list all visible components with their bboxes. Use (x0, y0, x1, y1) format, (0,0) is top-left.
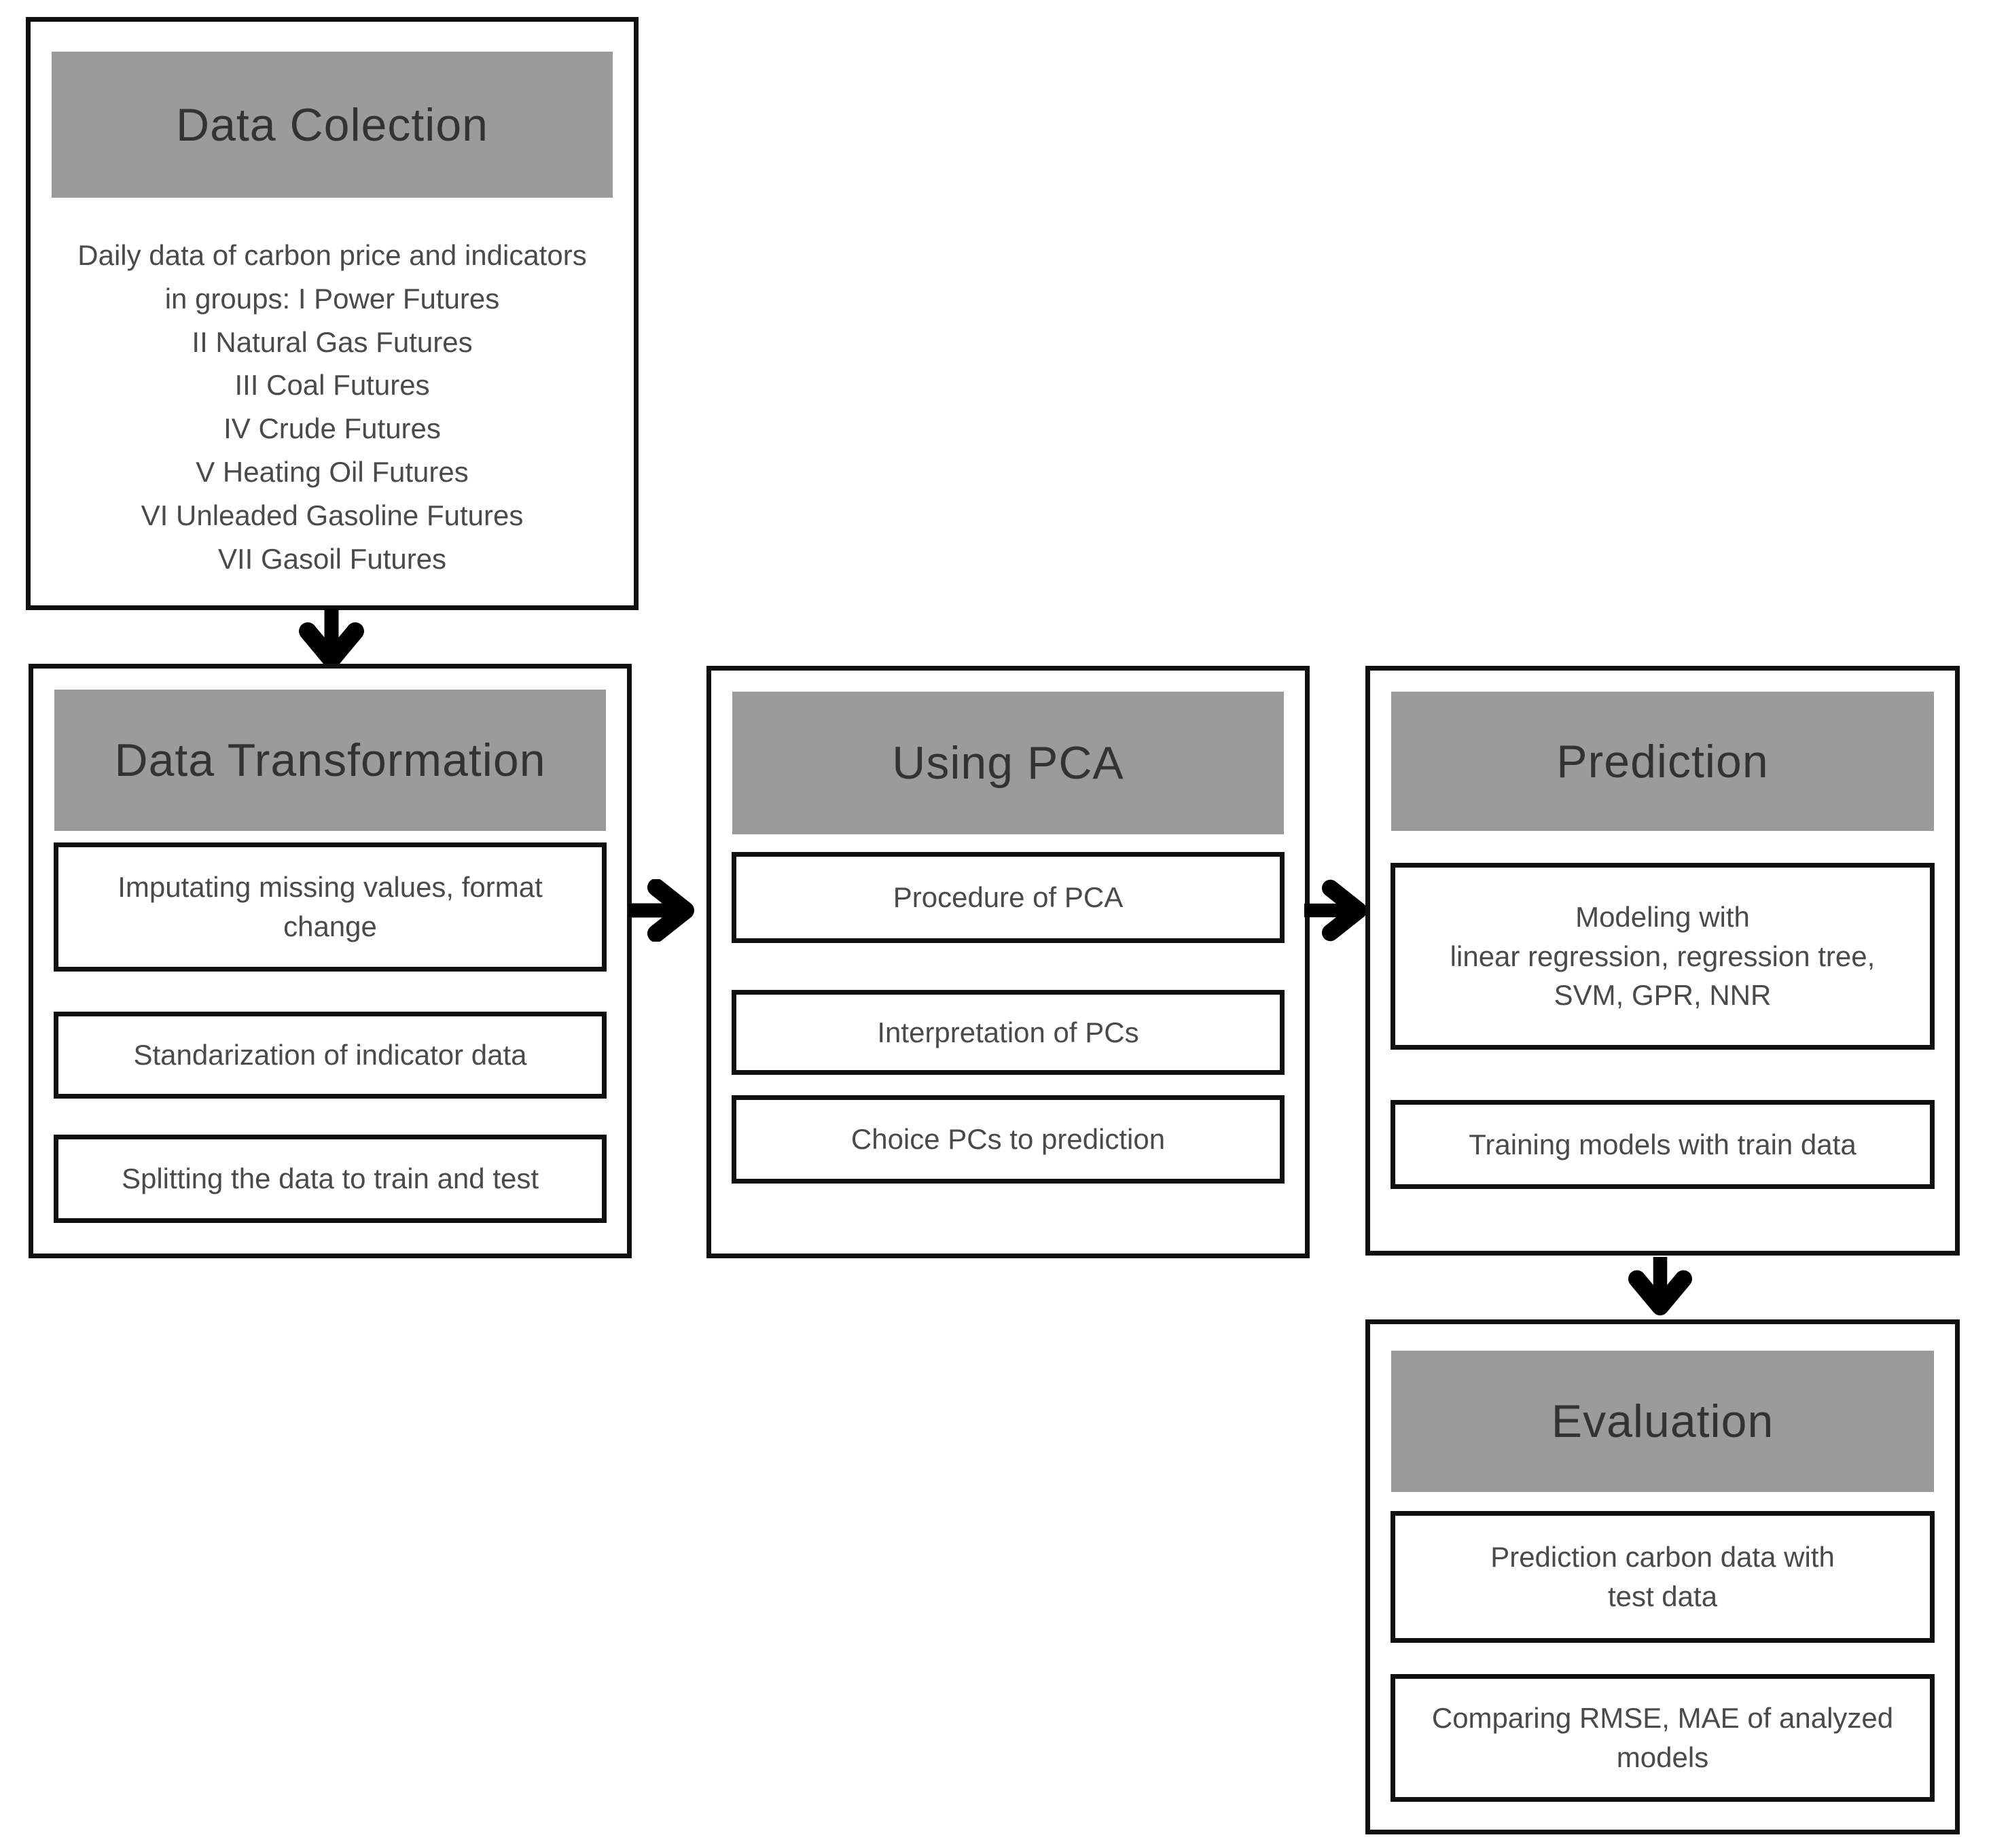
box-evaluation-title: Evaluation (1551, 1396, 1774, 1447)
step-prediction-carbon-data: Prediction carbon data with test data (1391, 1511, 1935, 1643)
box-prediction: Prediction Modeling with linear regressi… (1365, 666, 1960, 1256)
arrow-right-icon (629, 879, 700, 942)
box-data-transformation: Data Transformation Imputating missing v… (29, 664, 632, 1258)
box-using-pca: Using PCA Procedure of PCA Interpretatio… (706, 666, 1310, 1258)
step-splitting-data: Splitting the data to train and test (54, 1135, 607, 1223)
step-label: Choice PCs to prediction (850, 1123, 1166, 1156)
step-label: Modeling with linear regression, regress… (1450, 900, 1876, 1012)
box-using-pca-header: Using PCA (732, 692, 1284, 834)
box-prediction-header: Prediction (1391, 692, 1934, 831)
step-label: Training models with train data (1469, 1128, 1857, 1160)
arrow-down-icon (1628, 1257, 1693, 1319)
box-evaluation: Evaluation Prediction carbon data with t… (1365, 1319, 1960, 1834)
box-data-collection-title: Data Colection (175, 99, 489, 151)
step-interpretation-of-pcs: Interpretation of PCs (732, 990, 1285, 1075)
box-data-transformation-title: Data Transformation (114, 734, 546, 786)
step-procedure-of-pca: Procedure of PCA (732, 852, 1285, 943)
step-label: Procedure of PCA (893, 881, 1124, 914)
arrow-right-icon (1304, 879, 1372, 942)
step-modeling: Modeling with linear regression, regress… (1391, 863, 1935, 1050)
step-imputating-missing-values: Imputating missing values, format change (54, 842, 607, 972)
step-comparing-rmse-mae: Comparing RMSE, MAE of analyzed models (1391, 1674, 1935, 1802)
box-prediction-title: Prediction (1556, 735, 1769, 787)
box-evaluation-header: Evaluation (1391, 1351, 1934, 1492)
arrow-down-icon (299, 609, 364, 673)
step-training-models: Training models with train data (1391, 1100, 1935, 1189)
box-data-transformation-header: Data Transformation (54, 690, 606, 831)
step-label: Standarization of indicator data (133, 1039, 527, 1071)
step-label: Imputating missing values, format change (118, 871, 543, 942)
box-using-pca-title: Using PCA (892, 737, 1124, 789)
step-label: Comparing RMSE, MAE of analyzed models (1431, 1702, 1894, 1773)
step-label: Prediction carbon data with test data (1490, 1541, 1835, 1612)
step-choice-pcs: Choice PCs to prediction (732, 1095, 1285, 1184)
box-data-collection: Data Colection Daily data of carbon pric… (26, 17, 639, 610)
box-data-collection-header: Data Colection (52, 52, 613, 198)
step-standarization: Standarization of indicator data (54, 1012, 607, 1099)
box-data-collection-body: Daily data of carbon price and indicator… (77, 239, 587, 575)
step-label: Interpretation of PCs (877, 1016, 1139, 1048)
step-label: Splitting the data to train and test (121, 1162, 539, 1195)
